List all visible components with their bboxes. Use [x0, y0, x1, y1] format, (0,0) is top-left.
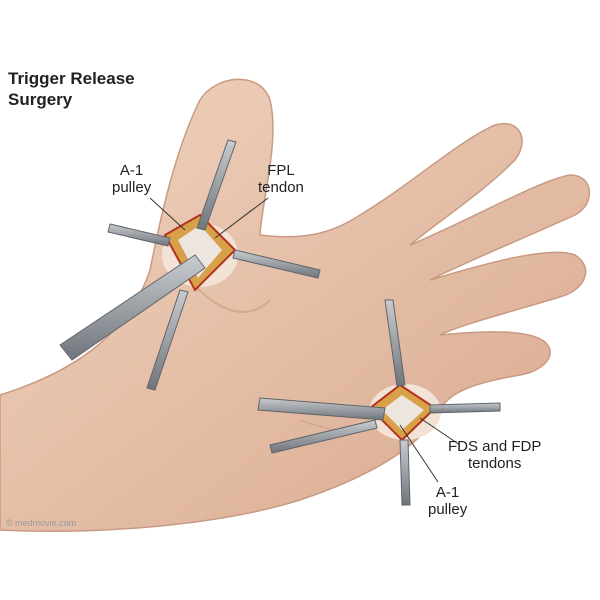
label-line: FDS and FDP [448, 438, 542, 455]
label-fpl-tendon: FPL tendon [258, 162, 304, 196]
label-line: A-1 [435, 484, 460, 501]
label-line: pulley [428, 501, 468, 518]
title-line-1: Trigger Release [8, 69, 135, 88]
title-line-2: Surgery [8, 90, 73, 109]
diagram-title: Trigger Release Surgery [8, 68, 135, 110]
label-a1-pulley-thumb: A-1 pulley [112, 162, 151, 196]
label-fds-fdp-tendons: FDS and FDP tendons [448, 438, 541, 472]
label-line: tendon [258, 179, 304, 196]
label-a1-pulley-finger: A-1 pulley [428, 484, 467, 518]
label-line: pulley [112, 179, 152, 196]
retractors [59, 139, 501, 506]
label-line: tendons [467, 455, 522, 472]
watermark: © medmovie.com [6, 518, 77, 528]
label-line: A-1 [119, 162, 144, 179]
finger-incision [368, 383, 441, 442]
label-line: FPL [267, 162, 295, 179]
leader-lines [149, 197, 461, 483]
